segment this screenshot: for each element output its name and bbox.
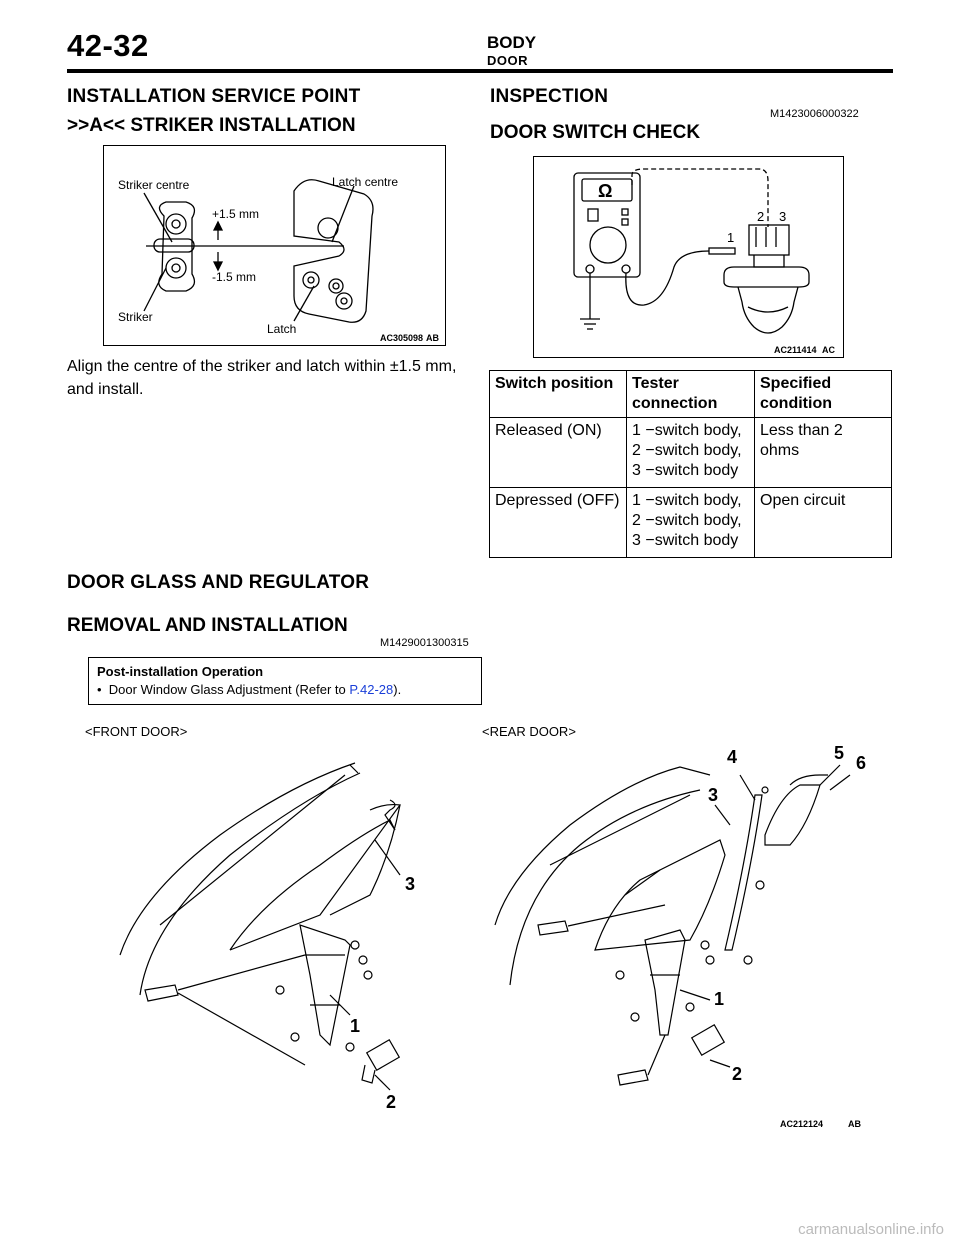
rear-callout-1: 1 — [714, 989, 724, 1009]
inspection-code: M1423006000322 — [770, 108, 859, 120]
note-title: Post-installation Operation — [97, 664, 264, 679]
connection-line: 3 −switch body — [632, 532, 739, 549]
header-rule — [67, 69, 893, 73]
rear-regulator — [644, 929, 686, 1036]
front-door-frame — [119, 762, 356, 956]
front-door-label: <FRONT DOOR> — [85, 724, 188, 739]
pin-1-label: 1 — [727, 230, 734, 245]
table-header-row: Switch position Tester connection Specif… — [489, 370, 892, 418]
plus-tolerance-label: +1.5 mm — [212, 207, 259, 221]
inspection-heading: INSPECTION — [490, 86, 609, 107]
cell-condition: Open circuit — [754, 487, 892, 558]
rear-callout-3: 3 — [708, 785, 718, 805]
front-motor — [365, 1039, 401, 1071]
connection-line: 1 −switch body, — [632, 492, 742, 509]
rear-quarter-glass — [764, 784, 821, 846]
cell-position: Released (ON) — [489, 417, 627, 488]
note-item: • Door Window Glass Adjustment (Refer to… — [97, 681, 473, 699]
page-number: 42-32 — [67, 28, 149, 63]
ohm-symbol: Ω — [598, 181, 612, 201]
cell-connection: 1 −switch body, 2 −switch body, 3 −switc… — [626, 487, 755, 558]
rear-callout-2: 2 — [732, 1064, 742, 1084]
rear-door-frame — [494, 766, 711, 926]
glass-figure-code-suffix: AB — [848, 1119, 861, 1129]
latch-centre-label: Latch centre — [332, 175, 398, 189]
front-callout-1: 1 — [350, 1016, 360, 1036]
connection-line: 2 −switch body, — [632, 512, 742, 529]
rear-glass — [594, 839, 726, 951]
connection-line: 2 −switch body, — [632, 442, 742, 459]
rear-callout-4: 4 — [727, 747, 737, 767]
header-specified-condition: Specified condition — [754, 370, 892, 418]
striker-plate — [158, 201, 196, 292]
front-regulator — [299, 924, 351, 1047]
striker-figure-code-suffix: AB — [426, 333, 439, 343]
removal-heading: REMOVAL AND INSTALLATION — [67, 615, 348, 636]
rear-tool-icon-lower — [617, 1069, 649, 1086]
striker-instruction: Align the centre of the striker and latc… — [67, 358, 457, 398]
header-tester-connection: Tester connection — [626, 370, 755, 418]
striker-heading: >>A<< STRIKER INSTALLATION — [67, 115, 356, 136]
connection-line: 1 −switch body, — [632, 422, 742, 439]
page-reference-link[interactable]: P.42-28 — [349, 682, 394, 697]
table-row: Released (ON) 1 −switch body, 2 −switch … — [489, 417, 892, 488]
cell-position: Depressed (OFF) — [489, 487, 627, 558]
rear-door-label: <REAR DOOR> — [482, 724, 576, 739]
rear-callout-6: 6 — [856, 753, 866, 773]
door-switch-table: Switch position Tester connection Specif… — [489, 370, 892, 558]
striker-label: Striker — [118, 310, 153, 324]
rear-motor — [690, 1024, 726, 1056]
header-switch-position: Switch position — [489, 370, 627, 418]
connection-line: 3 −switch body — [632, 462, 739, 479]
switch-figure-code: AC211414 — [774, 345, 817, 355]
table-row: Depressed (OFF) 1 −switch body, 2 −switc… — [489, 487, 892, 558]
latch-label: Latch — [267, 322, 296, 336]
minus-tolerance-label: -1.5 mm — [212, 270, 256, 284]
rear-callout-5: 5 — [834, 745, 844, 763]
rear-tool-icon-upper — [537, 920, 569, 936]
door-glass-heading: DOOR GLASS AND REGULATOR — [67, 572, 370, 593]
installation-heading: INSTALLATION SERVICE POINT — [67, 86, 361, 107]
subsection-title: DOOR — [487, 53, 528, 68]
striker-diagram: Striker centre Latch centre +1.5 mm -1.5… — [118, 175, 439, 343]
front-glass — [229, 799, 396, 951]
note-item-text: Door Window Glass Adjustment (Refer to — [108, 682, 350, 697]
switch-figure-code-suffix: AC — [822, 345, 835, 355]
pin-3-label: 3 — [779, 209, 786, 224]
door-switch-diagram: Ω 1 2 3 AC211414 AC — [573, 168, 835, 355]
door-glass-regulator-diagram: 3 1 2 3 4 5 6 1 2 AC212124 AB — [119, 745, 866, 1129]
rear-channel — [724, 794, 763, 951]
striker-figure-code: AC305098 — [380, 333, 423, 343]
removal-code: M1429001300315 — [380, 637, 469, 649]
multimeter-body — [573, 172, 641, 278]
striker-centre-label: Striker centre — [118, 178, 190, 192]
front-tool-icon — [144, 984, 179, 1002]
door-switch-figure: Ω 1 2 3 AC211414 AC — [533, 156, 844, 358]
note-item-close: ). — [393, 682, 402, 697]
front-callout-3: 3 — [405, 874, 415, 894]
front-callout-2: 2 — [386, 1092, 396, 1112]
bullet: • — [97, 682, 102, 697]
latch-body — [293, 179, 374, 323]
glass-figure-code: AC212124 — [780, 1119, 823, 1129]
striker-figure: Striker centre Latch centre +1.5 mm -1.5… — [103, 145, 446, 346]
cell-connection: 1 −switch body, 2 −switch body, 3 −switc… — [626, 417, 755, 488]
watermark: carmanualsonline.info — [798, 1221, 944, 1238]
pin-2-label: 2 — [757, 209, 764, 224]
section-title: BODY — [487, 33, 537, 52]
post-installation-note: Post-installation Operation • Door Windo… — [88, 657, 482, 705]
door-switch-heading: DOOR SWITCH CHECK — [490, 122, 701, 143]
cell-condition: Less than 2 ohms — [754, 417, 892, 488]
